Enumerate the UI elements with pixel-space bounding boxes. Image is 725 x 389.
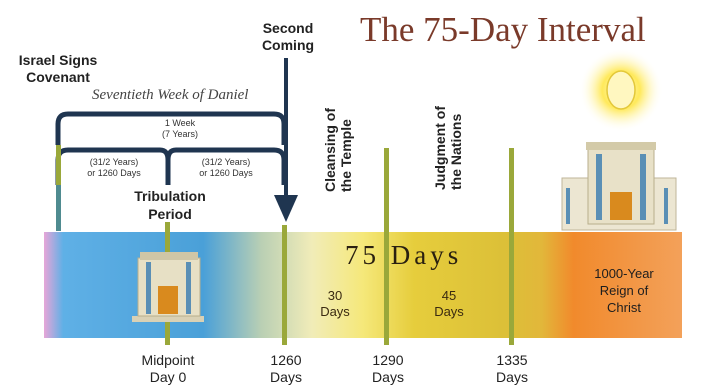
day-1290-marker xyxy=(384,148,389,345)
reign-line2: Reign of xyxy=(599,283,649,298)
day-1290-line2: Days xyxy=(372,369,404,385)
one-week-line1: 1 Week xyxy=(164,118,196,128)
tribulation-period-label: Tribulation Period xyxy=(134,188,206,222)
timeline-label-1290: 1290 Days xyxy=(356,352,420,386)
day-1260-marker xyxy=(282,225,287,345)
thirty-days-line1: 30 xyxy=(327,288,343,303)
timeline-label-1260: 1260 Days xyxy=(254,352,318,386)
reign-line1: 1000-Year xyxy=(594,266,654,281)
glory-flame-icon xyxy=(606,70,636,110)
first-half-label: (31/2 Years) or 1260 Days xyxy=(70,157,158,179)
first-half-line1: (31/2 Years) xyxy=(89,157,139,167)
temple-illustration-small xyxy=(132,252,204,322)
day-1260-line1: 1260 xyxy=(270,352,302,368)
second-coming-arrow-shaft xyxy=(284,58,288,198)
day-1335-marker xyxy=(509,148,514,345)
israel-signs-covenant-label: Israel Signs Covenant xyxy=(18,52,98,85)
day-1335-line1: 1335 xyxy=(496,352,528,368)
day-1335-line2: Days xyxy=(496,369,528,385)
second-half-line1: (31/2 Years) xyxy=(201,157,251,167)
day-1260-line2: Days xyxy=(270,369,302,385)
midpoint-line2: Day 0 xyxy=(149,369,187,385)
reign-line3: Christ xyxy=(607,300,641,315)
one-week-label: 1 Week (7 Years) xyxy=(130,118,230,140)
day-1290-line1: 1290 xyxy=(372,352,404,368)
second-half-bracket xyxy=(165,147,287,185)
thirty-days-line2: Days xyxy=(320,304,350,319)
second-half-line2: or 1260 Days xyxy=(199,168,253,178)
midpoint-line1: Midpoint xyxy=(141,352,195,368)
forty-five-days-line1: 45 xyxy=(441,288,457,303)
seventieth-week-bracket xyxy=(55,111,287,145)
seventieth-week-label: Seventieth Week of Daniel xyxy=(92,87,249,103)
second-coming-arrow-head xyxy=(274,195,298,222)
judgment-nations-label: Judgment of the Nations xyxy=(432,106,464,190)
cleansing-temple-label: Cleansing of the Temple xyxy=(322,107,354,192)
covenant-marker-lower xyxy=(56,185,61,231)
timeline-label-midpoint: Midpoint Day 0 xyxy=(128,352,208,386)
second-coming-label: Second Coming xyxy=(261,20,315,53)
page-title: The 75-Day Interval xyxy=(360,10,646,49)
one-week-line2: (7 Years) xyxy=(161,129,199,139)
forty-five-days-label: 45 Days xyxy=(424,288,474,320)
temple-illustration-large xyxy=(561,142,677,231)
thousand-year-reign-label: 1000-Year Reign of Christ xyxy=(574,265,674,316)
seventy-five-days-label: 75 Days xyxy=(345,240,463,270)
forty-five-days-line2: Days xyxy=(434,304,464,319)
second-half-label: (31/2 Years) or 1260 Days xyxy=(182,157,270,179)
first-half-line2: or 1260 Days xyxy=(87,168,141,178)
thirty-days-label: 30 Days xyxy=(310,288,360,320)
timeline-label-1335: 1335 Days xyxy=(480,352,544,386)
